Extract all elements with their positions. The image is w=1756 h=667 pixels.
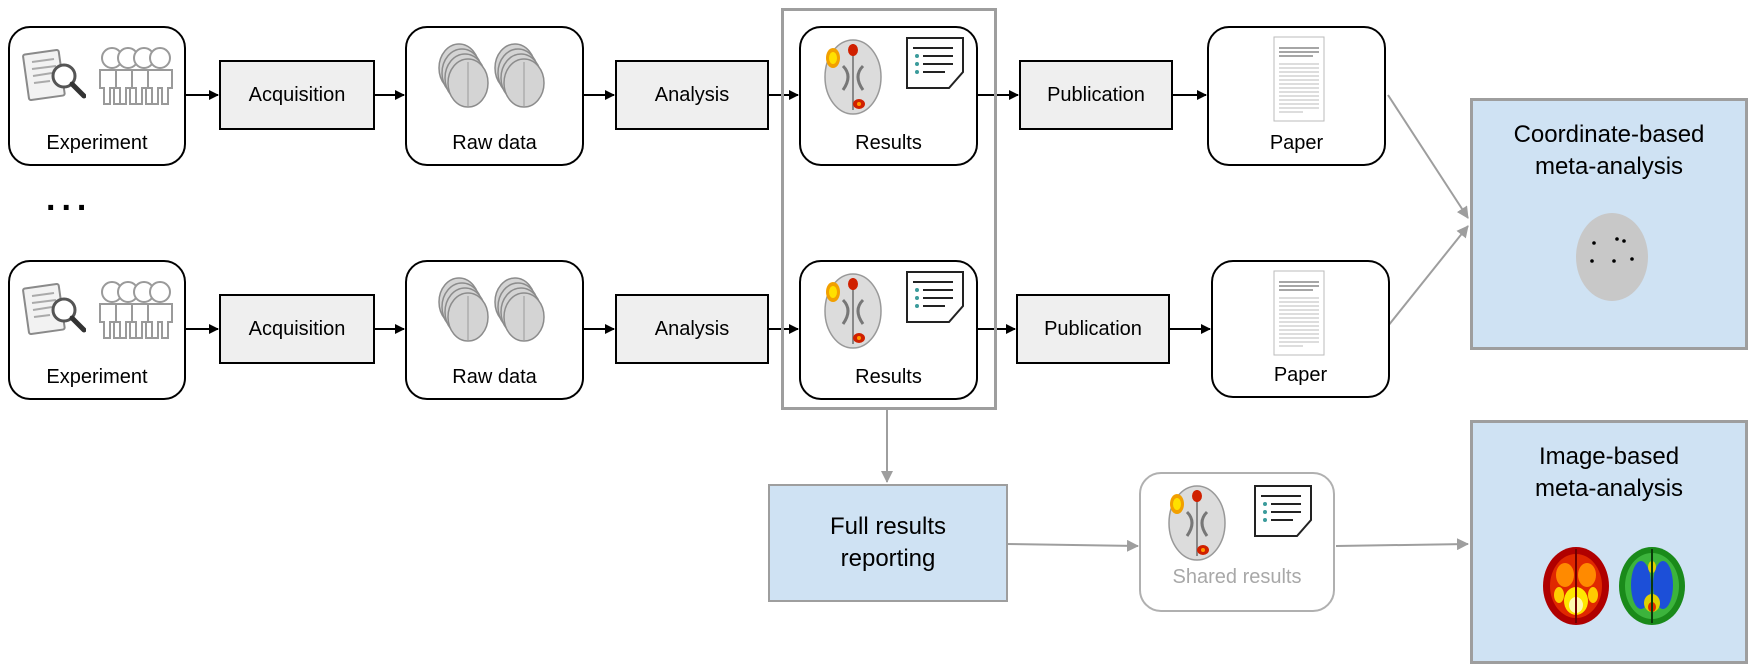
experiment-label: Experiment [46,132,148,154]
paper-icon [1273,270,1325,356]
results-node-2: Results [799,260,978,400]
brain-stack-icon [438,277,545,342]
raw-data-node-1: Raw data [405,26,584,166]
arrow-paper1-coord [1387,94,1469,219]
full-results-reporting-box: Full results reporting [768,484,1008,602]
acquisition-step-2: Acquisition [219,294,375,364]
results-label: Results [855,366,922,388]
paper-label: Paper [1269,132,1324,154]
experiment-node-2: Experiment [8,260,186,400]
arrow-shared-image [1335,538,1469,551]
report-icon [906,271,964,323]
experiment-icon [22,282,86,336]
activation-brain-icon [824,273,882,349]
report-icon [1254,485,1312,537]
report-icon [906,37,964,89]
acquisition-step-1: Acquisition [219,60,375,130]
paper-node-1: Paper [1207,26,1386,166]
shared-results-label: Shared results [1172,566,1302,588]
experiment-icon [22,48,86,102]
paper-label: Paper [1273,364,1328,386]
results-group-frame [781,8,997,410]
experiment-node-1: Experiment [8,26,186,166]
activation-brain-icon [824,39,882,115]
analysis-step-1: Analysis [615,60,769,130]
people-icon [99,47,173,105]
experiment-label: Experiment [46,366,148,388]
shared-results-node: Shared results [1139,472,1335,612]
activation-brain-icon [1168,485,1226,561]
dot-brain-icon [1576,213,1648,301]
raw-data-label: Raw data [452,132,537,154]
raw-data-label: Raw data [452,366,537,388]
cool-map-brain-icon [1619,547,1685,625]
ellipsis: ... [46,180,93,218]
brain-stack-icon [438,43,545,108]
publication-step-2: Publication [1016,294,1170,364]
analysis-step-2: Analysis [615,294,769,364]
results-label: Results [855,132,922,154]
image-meta-analysis-box: Image-based meta-analysis [1470,420,1748,664]
image-meta-title: Image-based meta-analysis [1534,443,1684,502]
paper-node-2: Paper [1211,260,1390,398]
hot-map-brain-icon [1543,547,1609,625]
people-icon [99,281,173,339]
coordinate-meta-analysis-box: Coordinate-based meta-analysis [1470,98,1748,350]
paper-icon [1273,36,1325,122]
arrow-paper2-coord [1387,225,1469,327]
publication-step-1: Publication [1019,60,1173,130]
raw-data-node-2: Raw data [405,260,584,400]
results-node-1: Results [799,26,978,166]
coordinate-meta-title: Coordinate-based meta-analysis [1513,121,1705,180]
arrow-full-shared [1006,539,1139,552]
